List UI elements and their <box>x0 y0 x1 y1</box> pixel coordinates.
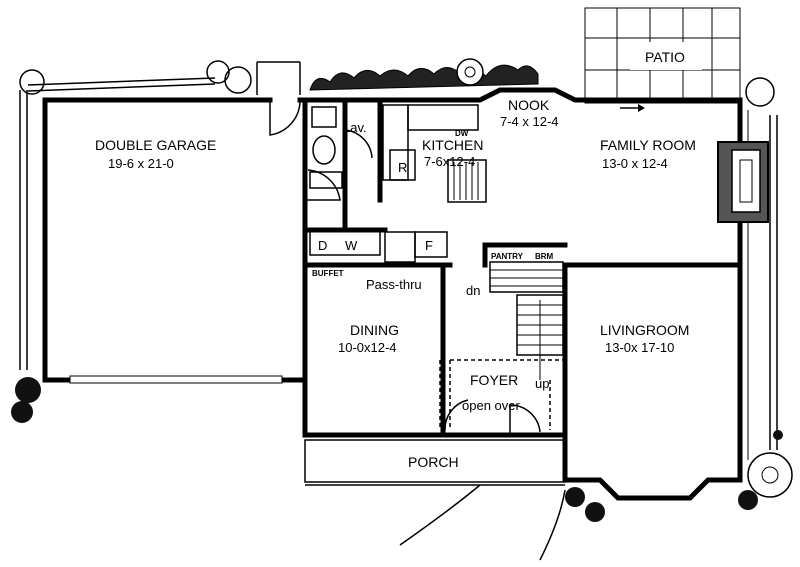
stairs-up-label: up <box>535 376 549 391</box>
fireplace <box>717 141 769 223</box>
foyer-name: FOYER <box>470 372 518 388</box>
lav-label: Lav. <box>343 120 367 135</box>
dryer-label: D <box>318 238 327 253</box>
landscaping <box>11 58 793 522</box>
nook-name: NOOK <box>508 97 550 113</box>
patio-label: PATIO <box>645 49 685 65</box>
nook-dims: 7-4 x 12-4 <box>500 114 559 129</box>
kitchen-dims: 7-6x12-4 <box>424 154 475 169</box>
dw-label: DW <box>455 129 469 138</box>
family-name: FAMILY ROOM <box>600 137 696 153</box>
stairs-dn-label: dn <box>466 283 480 298</box>
brm-label: BRM <box>535 252 554 261</box>
range-label: R <box>398 160 407 175</box>
garage-dims: 19-6 x 21-0 <box>108 156 174 171</box>
dining-dims: 10-0x12-4 <box>338 340 397 355</box>
open-over-label: open over <box>462 398 520 413</box>
doors <box>269 100 541 435</box>
patio-grid <box>584 7 741 104</box>
washer-label: W <box>345 238 358 253</box>
fence <box>19 61 778 460</box>
pantry-label: PANTRY <box>491 252 524 261</box>
buffet-label: BUFFET <box>312 269 344 278</box>
porch-name: PORCH <box>408 454 459 470</box>
fridge-label: F <box>425 238 433 253</box>
living-name: LIVINGROOM <box>600 322 689 338</box>
living-dims: 13-0x 17-10 <box>605 340 674 355</box>
family-dims: 13-0 x 12-4 <box>602 156 668 171</box>
dining-name: DINING <box>350 322 399 338</box>
porch <box>304 439 566 561</box>
kitchen-name: KITCHEN <box>422 137 483 153</box>
kitchen-fixtures <box>309 104 487 263</box>
direction-arrow <box>620 104 645 112</box>
lav-fixtures <box>309 106 343 189</box>
garage-name: DOUBLE GARAGE <box>95 137 216 153</box>
openings <box>439 359 565 430</box>
stairs <box>489 261 564 380</box>
pass-thru-label: Pass-thru <box>366 277 422 292</box>
